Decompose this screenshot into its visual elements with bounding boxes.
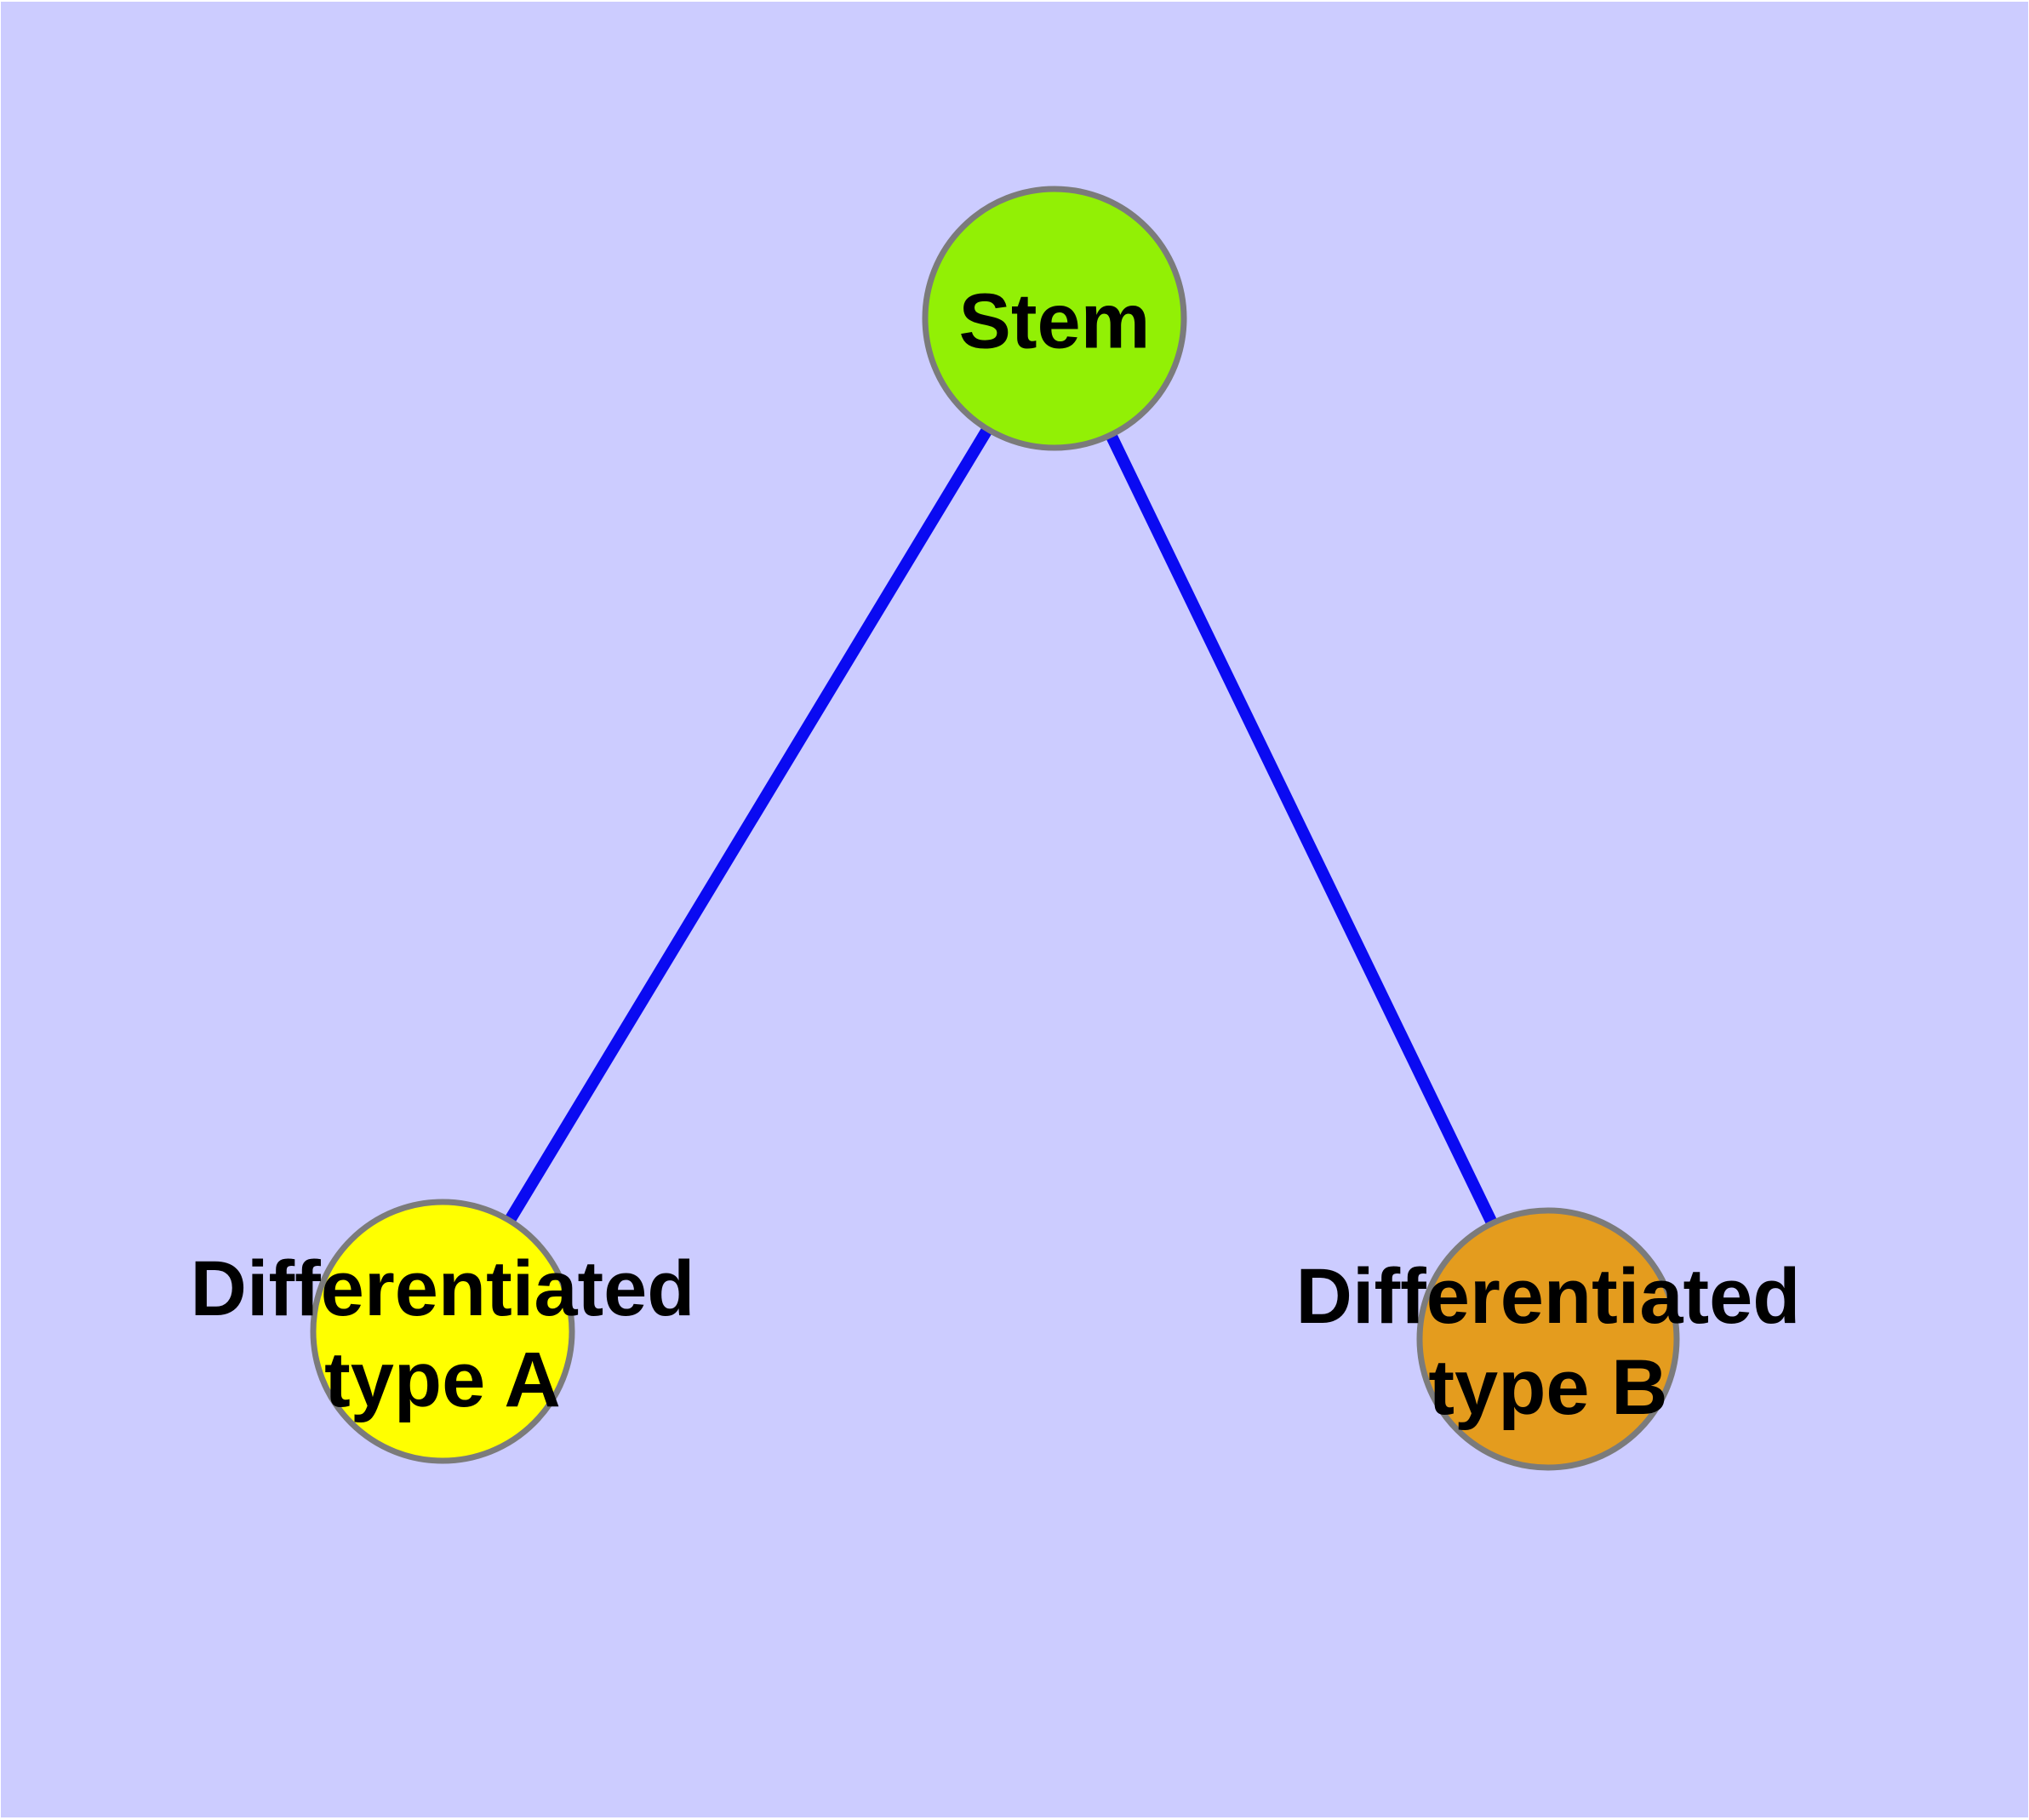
diff-a-node-label: Differentiated type A (191, 1244, 695, 1426)
diff-b-label-line2: type B (1428, 1344, 1668, 1431)
diff-a-node-circle (310, 1199, 575, 1464)
edge-stem-to-diff-a (437, 315, 1060, 1335)
diff-a-label-line2: type A (324, 1336, 561, 1423)
stem-node-circle (922, 186, 1187, 451)
edge-stem-to-diff-b (1049, 315, 1554, 1342)
diff-b-node-circle (1416, 1207, 1680, 1471)
stem-node-label: Stem (958, 278, 1151, 365)
diff-b-label-line1: Differentiated (1295, 1253, 1801, 1340)
diff-a-label-line1: Differentiated (190, 1245, 695, 1332)
diff-b-node-label: Differentiated type B (1296, 1251, 1801, 1434)
